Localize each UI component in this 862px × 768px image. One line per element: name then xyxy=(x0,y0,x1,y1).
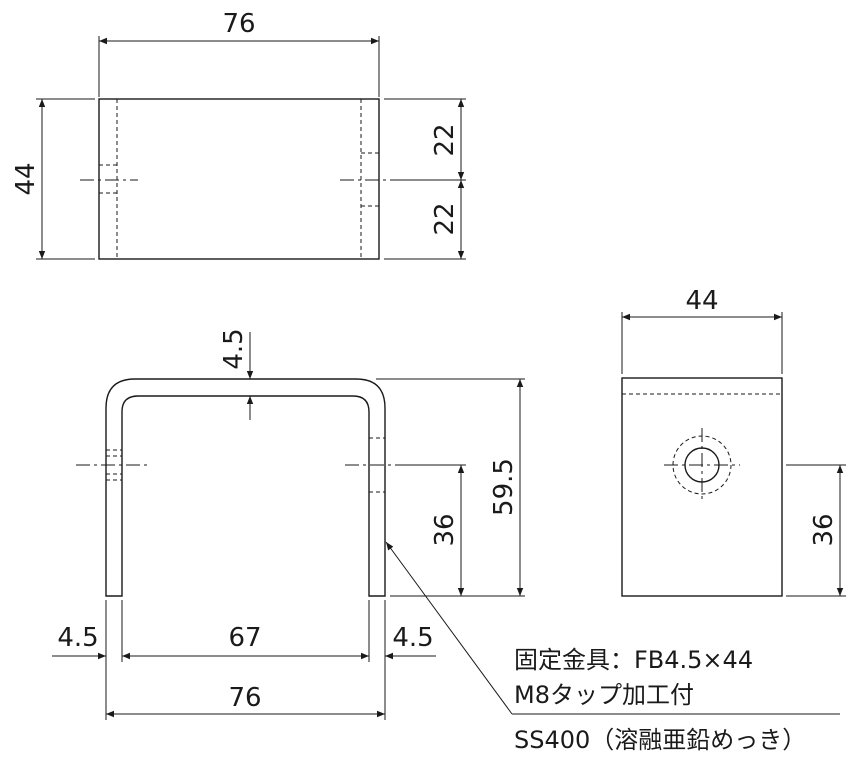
side-hole-height-dim: 36 xyxy=(809,513,839,546)
top-height-dim: 44 xyxy=(11,162,41,195)
side-view: 44 36 xyxy=(621,286,846,597)
top-lower-half-dim: 22 xyxy=(430,202,460,235)
top-view: 76 44 22 22 xyxy=(11,9,466,260)
top-view-outline xyxy=(98,98,380,260)
front-top-thickness-dim: 4.5 xyxy=(219,328,249,369)
front-view: 4.5 59.5 36 4.5 67 4.5 76 xyxy=(52,328,525,720)
top-upper-half-dim: 22 xyxy=(430,123,460,156)
side-width-dim: 44 xyxy=(685,286,718,316)
top-width-dim: 76 xyxy=(222,9,255,39)
front-hole-height-dim: 36 xyxy=(430,513,460,546)
leader-line xyxy=(385,541,513,715)
spec-note-line-3: SS400（溶融亜鉛めっき） xyxy=(514,726,806,754)
spec-note: 固定金具：FB4.5×44 M8タップ加工付 SS400（溶融亜鉛めっき） xyxy=(385,541,840,754)
front-total-height-dim: 59.5 xyxy=(489,458,519,516)
front-outer-width-dim: 76 xyxy=(228,683,261,713)
front-view-u-outline xyxy=(105,378,386,597)
front-right-thickness-dim: 4.5 xyxy=(392,623,433,653)
front-left-thickness-dim: 4.5 xyxy=(57,623,98,653)
front-inner-width-dim: 67 xyxy=(228,623,261,653)
spec-note-line-2: M8タップ加工付 xyxy=(514,681,694,709)
side-view-outline xyxy=(621,377,783,597)
spec-note-line-1: 固定金具：FB4.5×44 xyxy=(514,646,753,674)
